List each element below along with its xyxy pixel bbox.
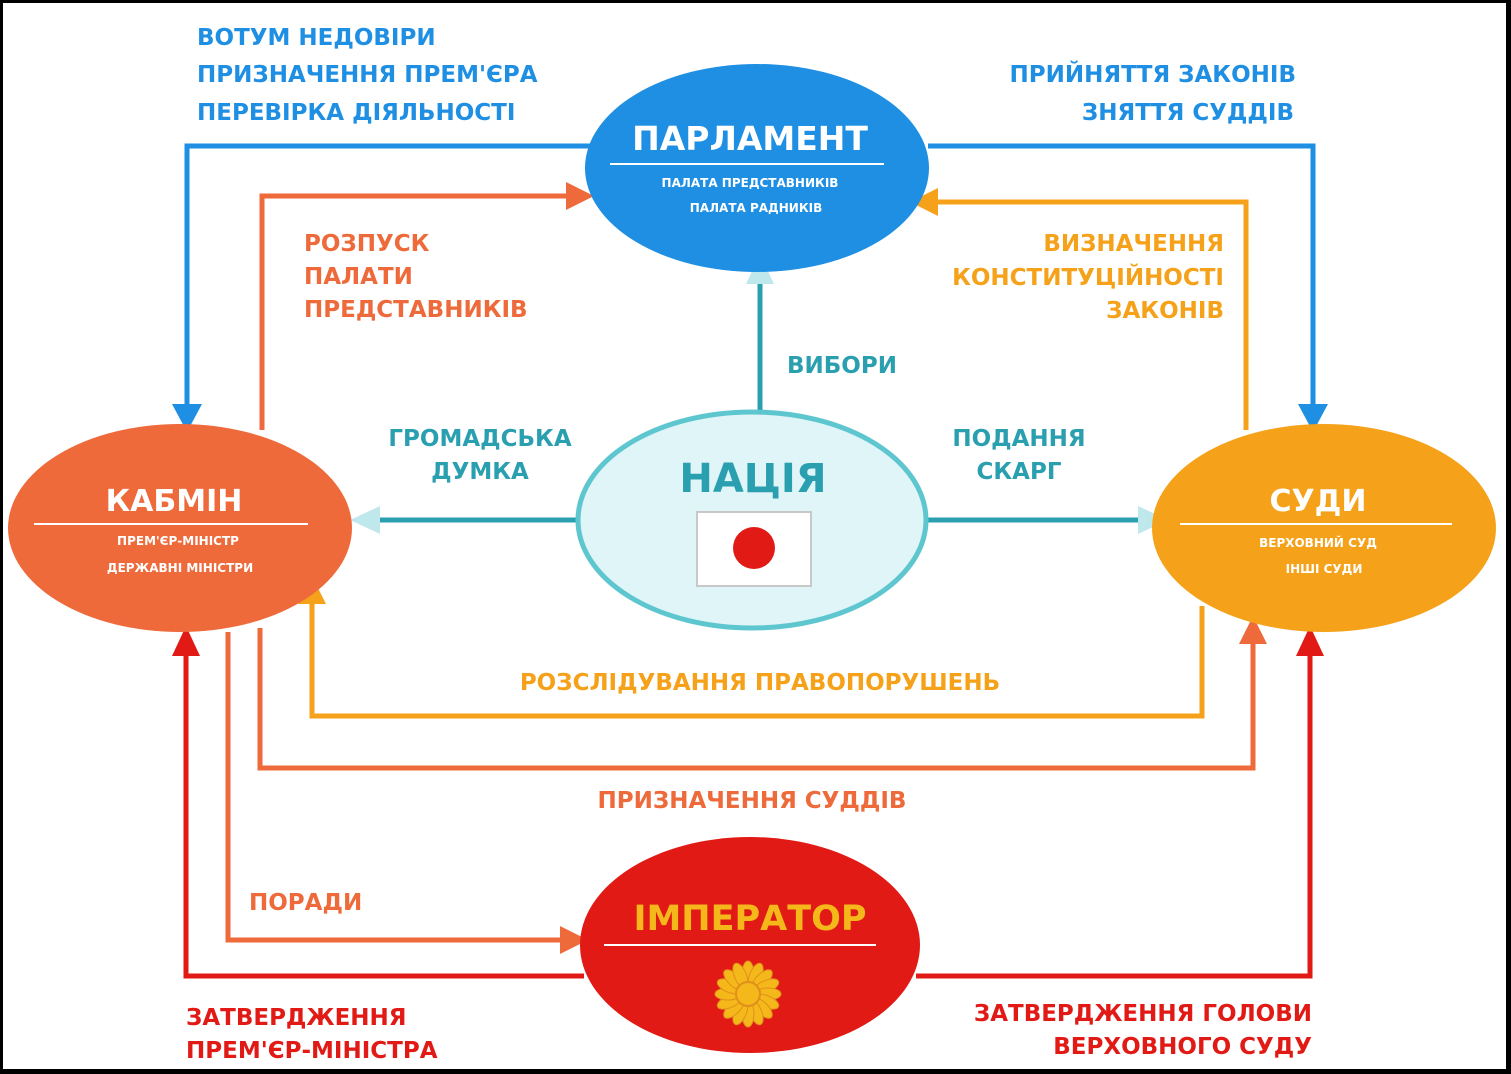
label-vote-no-confidence: ВОТУМ НЕДОВІРИ — [197, 25, 436, 51]
arrow-cabinet-to-parliament — [259, 193, 570, 430]
emperor-node: ІМПЕРАТОР — [580, 837, 920, 1053]
label-dissolution-1: РОЗПУСК — [304, 231, 430, 257]
label-public-opinion-1: ГРОМАДСЬКА — [388, 426, 571, 452]
label-approve-pm-1: ЗАТВЕРДЖЕННЯ — [186, 1005, 407, 1031]
parliament-title: ПАРЛАМЕНТ — [632, 119, 868, 158]
parliament-sub1: ПАЛАТА ПРЕДСТАВНИКІВ — [662, 176, 839, 190]
arrow-courts-to-parliament — [934, 199, 1249, 430]
label-adopt-laws: ПРИЙНЯТТЯ ЗАКОНІВ — [1010, 60, 1297, 88]
label-complaints-1: ПОДАННЯ — [952, 426, 1085, 452]
arrowhead-emperor-orangered — [560, 926, 588, 954]
arrowhead-cabinet-blue — [172, 404, 202, 432]
arrowhead-cabinet-teal — [350, 506, 380, 534]
arrowhead-courts-red — [1296, 626, 1324, 656]
parliament-sub2: ПАЛАТА РАДНИКІВ — [690, 201, 823, 215]
arrow-parliament-to-courts — [928, 143, 1316, 408]
japan-flag-icon — [696, 511, 812, 587]
courts-sub1: ВЕРХОВНИЙ СУД — [1259, 535, 1377, 550]
label-constitutionality-3: ЗАКОНІВ — [1106, 298, 1224, 324]
arrow-cabinet-to-emperor — [225, 632, 564, 943]
courts-node: СУДИ ВЕРХОВНИЙ СУД ІНШІ СУДИ — [1152, 424, 1496, 632]
cabinet-sub2: ДЕРЖАВНІ МІНІСТРИ — [107, 561, 253, 575]
cabinet-title: КАБМІН — [106, 484, 243, 519]
label-approve-pm-2: ПРЕМ'ЄР-МІНІСТРА — [186, 1038, 438, 1064]
arrow-parliament-to-cabinet — [184, 143, 590, 408]
arrowhead-parliament-orange — [910, 188, 938, 216]
parliament-node: ПАРЛАМЕНТ ПАЛАТА ПРЕДСТАВНИКІВ ПАЛАТА РА… — [585, 64, 929, 272]
arrowhead-parliament-orangered — [566, 182, 594, 210]
arrowhead-courts-orangered — [1239, 616, 1267, 644]
label-investigation: РОЗСЛІДУВАННЯ ПРАВОПОРУШЕНЬ — [520, 670, 1000, 696]
chrysanthemum-icon — [714, 960, 782, 1028]
label-complaints-2: СКАРГ — [977, 459, 1062, 485]
courts-title: СУДИ — [1270, 484, 1367, 519]
label-elections: ВИБОРИ — [787, 353, 897, 379]
arrow-courts-to-cabinet — [309, 600, 1205, 719]
label-appoint-judges: ПРИЗНАЧЕННЯ СУДДІВ — [598, 788, 907, 814]
cabinet-sub1: ПРЕМ'ЄР-МІНІСТР — [117, 534, 239, 548]
label-activity-check: ПЕРЕВІРКА ДІЯЛЬНОСТІ — [197, 100, 515, 126]
arrow-emperor-to-cabinet — [183, 652, 584, 979]
label-appoint-pm: ПРИЗНАЧЕННЯ ПРЕМ'ЄРА — [197, 62, 538, 88]
courts-sub2: ІНШІ СУДИ — [1286, 562, 1363, 576]
label-constitutionality-1: ВИЗНАЧЕННЯ — [1043, 231, 1224, 257]
nation-node: НАЦІЯ — [575, 409, 929, 631]
label-constitutionality-2: КОНСТИТУЦІЙНОСТІ — [952, 263, 1224, 291]
nation-title: НАЦІЯ — [679, 456, 826, 502]
cabinet-node: КАБМІН ПРЕМ'ЄР-МІНІСТР ДЕРЖАВНІ МІНІСТРИ — [8, 424, 352, 632]
label-public-opinion-2: ДУМКА — [431, 459, 529, 485]
arrowhead-courts-blue — [1298, 404, 1328, 432]
label-approve-chief-2: ВЕРХОВНОГО СУДУ — [1053, 1034, 1312, 1060]
arrow-emperor-to-courts — [916, 652, 1313, 979]
label-approve-chief-1: ЗАТВЕРДЖЕННЯ ГОЛОВИ — [974, 1001, 1312, 1027]
label-dissolution-2: ПАЛАТИ — [304, 264, 413, 290]
emperor-title: ІМПЕРАТОР — [633, 899, 866, 939]
arrow-cabinet-to-courts — [257, 628, 1256, 771]
label-dissolution-3: ПРЕДСТАВНИКІВ — [304, 297, 528, 323]
arrowhead-cabinet-red — [172, 626, 200, 656]
label-remove-judges: ЗНЯТТЯ СУДДІВ — [1082, 100, 1294, 126]
label-advice: ПОРАДИ — [249, 890, 362, 916]
